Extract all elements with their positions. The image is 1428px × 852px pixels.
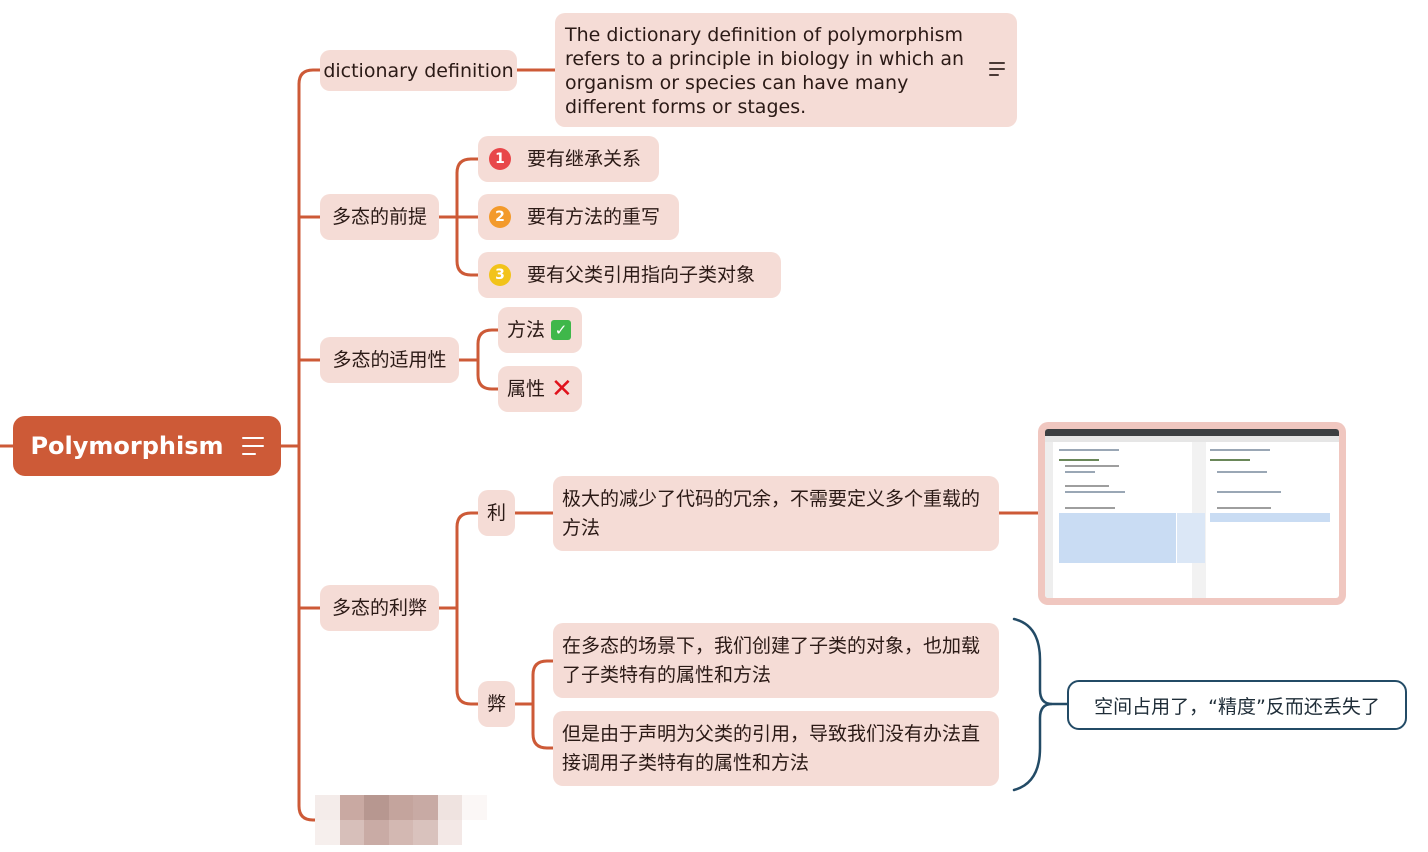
item-text: 要有继承关系 xyxy=(527,148,642,170)
check-mark-icon: ✓ xyxy=(551,320,572,340)
topic-label: 利 xyxy=(486,502,506,524)
topic-label: 多态的适用性 xyxy=(332,349,447,371)
prerequisite-item-3[interactable]: 3 要有父类引用指向子类对象 xyxy=(478,252,781,298)
prerequisite-item-1[interactable]: 1 要有继承关系 xyxy=(478,136,659,182)
number-2-icon: 2 xyxy=(489,206,511,228)
topic-label: 多态的利弊 xyxy=(331,597,427,619)
item-text: 属性 xyxy=(507,378,546,400)
con-item-2[interactable]: 但是由于声明为父类的引用，导致我们没有办法直接调用子类特有的属性和方法 xyxy=(553,711,999,786)
summary-text: 空间占用了，“精度”反而还丢失了 xyxy=(1094,695,1380,718)
definition-text: The dictionary definition of polymorphis… xyxy=(565,24,964,118)
item-text: 方法 xyxy=(507,319,546,341)
notes-icon[interactable] xyxy=(241,437,264,455)
number-1-icon: 1 xyxy=(489,148,511,170)
summary-callout[interactable]: 空间占用了，“精度”反而还丢失了 xyxy=(1067,680,1407,730)
blurred-image xyxy=(315,795,487,845)
topic-label: dictionary definition xyxy=(323,59,514,82)
topic-pros-cons[interactable]: 多态的利弊 xyxy=(320,585,439,631)
root-topic[interactable]: Polymorphism xyxy=(13,416,281,476)
topic-pro[interactable]: 利 xyxy=(478,490,515,536)
con-item-1[interactable]: 在多态的场景下，我们创建了子类的对象，也加载了子类特有的属性和方法 xyxy=(553,623,999,698)
item-text: 在多态的场景下，我们创建了子类的对象，也加载了子类特有的属性和方法 xyxy=(562,634,981,686)
root-label: Polymorphism xyxy=(30,432,224,460)
code-screenshot-content xyxy=(1045,429,1339,598)
applicability-method[interactable]: 方法 ✓ xyxy=(498,307,582,353)
pro-description[interactable]: 极大的减少了代码的冗余，不需要定义多个重载的方法 xyxy=(553,476,999,551)
topic-dictionary-definition[interactable]: dictionary definition xyxy=(320,50,517,91)
number-3-icon: 3 xyxy=(489,264,511,286)
topic-con[interactable]: 弊 xyxy=(478,681,515,727)
topic-label: 弊 xyxy=(486,693,506,715)
code-screenshot-image[interactable] xyxy=(1038,422,1346,605)
item-text: 极大的减少了代码的冗余，不需要定义多个重载的方法 xyxy=(562,487,981,539)
notes-icon[interactable] xyxy=(989,62,1005,76)
topic-prerequisite[interactable]: 多态的前提 xyxy=(320,194,439,240)
cross-mark-icon: ✕ xyxy=(551,374,573,404)
item-text: 要有方法的重写 xyxy=(527,206,661,228)
prerequisite-item-2[interactable]: 2 要有方法的重写 xyxy=(478,194,679,240)
applicability-attribute[interactable]: 属性 ✕ xyxy=(498,366,582,412)
definition-note[interactable]: The dictionary definition of polymorphis… xyxy=(555,13,1017,127)
topic-label: 多态的前提 xyxy=(331,206,427,228)
item-text: 要有父类引用指向子类对象 xyxy=(527,264,756,286)
item-text: 但是由于声明为父类的引用，导致我们没有办法直接调用子类特有的属性和方法 xyxy=(562,722,981,774)
topic-applicability[interactable]: 多态的适用性 xyxy=(320,337,459,383)
